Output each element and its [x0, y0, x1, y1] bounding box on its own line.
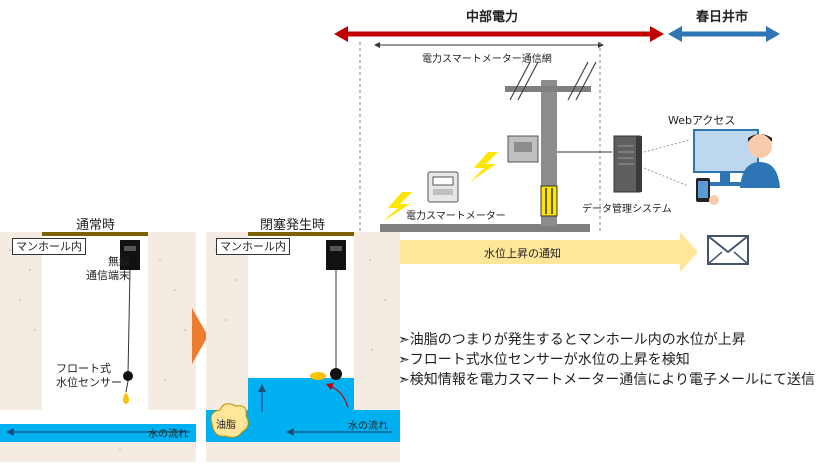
manhole-label: マンホール内: [216, 238, 290, 255]
terminal-label: 無線 通信端末: [86, 255, 130, 282]
notify-arrow: [364, 232, 698, 272]
blocked-title: 閉塞発生時: [260, 218, 326, 233]
wireless-signal-icon: [382, 192, 412, 222]
mail-icon: [707, 235, 749, 265]
server-icon: [613, 135, 642, 193]
smartphone-icon: [696, 178, 719, 205]
network-range-arrow: [374, 42, 604, 48]
monitor-icon: [693, 129, 759, 186]
bullet-item: ➣フロート式水位センサーが水位の上昇を検知: [398, 352, 690, 368]
chubu-range-arrow: [334, 26, 664, 42]
flow-label: 水の流れ: [148, 429, 188, 440]
transition-arrow: [192, 308, 208, 364]
bullet-list: ➣油脂のつまりが発生するとマンホール内の水位が上昇 ➣フロート式水位センサーが水…: [398, 330, 815, 390]
grease-label: 油脂: [216, 420, 236, 431]
connection-line: [643, 139, 691, 153]
flow-label: 水の流れ: [348, 421, 388, 432]
web-access-label: Webアクセス: [668, 114, 736, 127]
notify-label: 水位上昇の通知: [484, 247, 561, 260]
connection-line: [643, 167, 689, 187]
normal-title: 通常時: [76, 218, 116, 233]
data-system-label: データ管理システム: [582, 204, 672, 215]
wireless-signal-icon: [470, 152, 498, 182]
manhole-normal-panel: [0, 232, 196, 462]
kasugai-range-arrow: [668, 26, 780, 42]
person-icon: [740, 134, 780, 188]
float-sensor-label: フロート式 水位センサー: [56, 362, 122, 389]
smart-meter-label: 電力スマートメーター: [406, 211, 506, 222]
chubu-label: 中部電力: [466, 10, 519, 25]
kasugai-label: 春日井市: [696, 10, 749, 25]
utility-pole-icon: [380, 61, 597, 232]
manhole-blocked-panel: [206, 232, 400, 462]
network-label: 電力スマートメーター通信網: [422, 54, 552, 65]
smart-meter-icon: [427, 171, 459, 203]
bullet-item: ➣検知情報を電力スマートメーター通信により電子メールにて送信: [398, 372, 816, 388]
manhole-label: マンホール内: [12, 238, 86, 255]
bullet-item: ➣油脂のつまりが発生するとマンホール内の水位が上昇: [398, 332, 746, 348]
